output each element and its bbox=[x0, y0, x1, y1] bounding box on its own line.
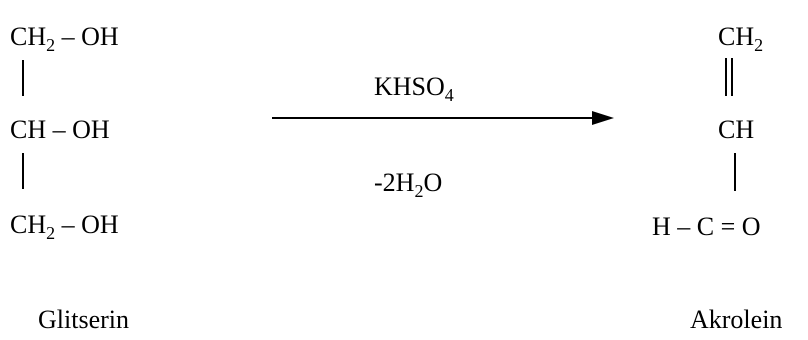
reagent-top: KHSO4 bbox=[374, 72, 454, 105]
reactant-row-1-subscript: 2 bbox=[46, 35, 56, 55]
reactant-row-2: CH – OH bbox=[10, 115, 110, 145]
reactant-name: Glitserin bbox=[38, 305, 129, 334]
product-row-3-text: H – C = O bbox=[652, 212, 761, 241]
product-name: Akrolein bbox=[690, 305, 783, 334]
product-row-2: CH bbox=[718, 115, 754, 145]
product-row-1-atom: CH bbox=[718, 22, 755, 51]
reagent-bottom-prefix: -2H bbox=[374, 168, 415, 197]
reagent-top-formula: KHSO bbox=[374, 72, 445, 101]
reagent-bottom: -2H2O bbox=[374, 168, 443, 201]
reactant-row-1-atom: CH bbox=[10, 22, 47, 51]
product-row-3: H – C = O bbox=[652, 212, 761, 242]
reactant-row-2-text: CH – OH bbox=[10, 115, 110, 144]
reactant-row-3-atom: CH bbox=[10, 210, 47, 239]
product-row-2-text: CH bbox=[718, 115, 755, 144]
reactant-row-3-group: – OH bbox=[55, 210, 119, 239]
reactant-bond-2-3 bbox=[22, 153, 24, 189]
reactant-bond-1-2 bbox=[22, 60, 24, 96]
reactant-row-1: CH2 – OH bbox=[10, 22, 119, 55]
product-double-bond bbox=[725, 58, 733, 96]
reagent-bottom-subscript: 2 bbox=[414, 181, 424, 201]
product-row-1-subscript: 2 bbox=[754, 35, 764, 55]
reactant-row-3: CH2 – OH bbox=[10, 210, 119, 243]
reactant-row-3-subscript: 2 bbox=[46, 223, 56, 243]
reaction-arrow bbox=[272, 111, 614, 125]
product-single-bond bbox=[734, 153, 736, 191]
reactant-row-1-group: – OH bbox=[55, 22, 119, 51]
reagent-top-subscript: 4 bbox=[444, 85, 454, 105]
reagent-bottom-suffix: O bbox=[423, 168, 443, 197]
product-row-1: CH2 bbox=[718, 22, 764, 55]
